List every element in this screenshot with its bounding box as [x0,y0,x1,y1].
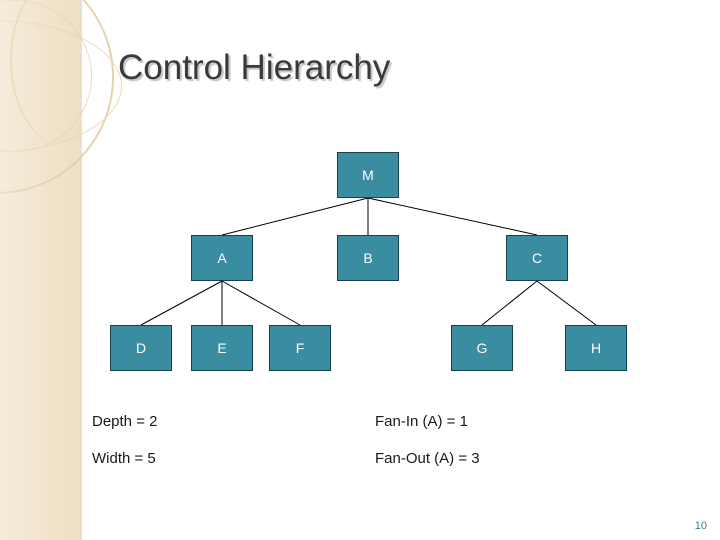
metric-fan-in: Fan-In (A) = 1 [375,413,468,430]
tree-node-f[interactable]: F [269,325,331,371]
tree-node-m[interactable]: M [337,152,399,198]
tree-node-label: M [362,167,374,183]
tree-node-label: A [217,250,227,266]
tree-node-label: F [295,340,305,356]
decorative-arc [10,0,132,150]
tree-node-b[interactable]: B [337,235,399,281]
metric-fan-out: Fan-Out (A) = 3 [375,450,480,467]
decorative-band-shade [0,0,82,540]
tree-node-h[interactable]: H [565,325,627,371]
tree-node-a[interactable]: A [191,235,253,281]
metric-depth: Depth = 2 [92,413,158,430]
metric-width: Width = 5 [92,450,156,467]
tree-node-label: E [217,340,227,356]
tree-node-label: D [135,340,147,356]
tree-node-d[interactable]: D [110,325,172,371]
page-number: 10 [694,520,707,532]
decorative-left-band [0,0,122,540]
tree-node-c[interactable]: C [506,235,568,281]
tree-node-e[interactable]: E [191,325,253,371]
slide-title: Control Hierarchy [118,48,391,87]
tree-node-label: G [476,340,488,356]
tree-node-label: C [531,250,543,266]
tree-node-g[interactable]: G [451,325,513,371]
tree-node-label: B [363,250,373,266]
tree-node-label: H [590,340,602,356]
